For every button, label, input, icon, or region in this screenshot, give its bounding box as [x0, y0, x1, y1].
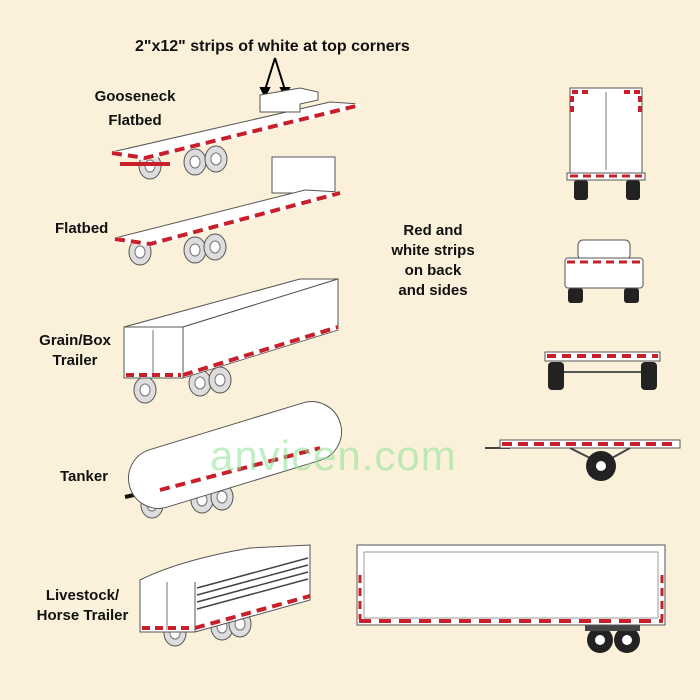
- pickup-rear-drawing: [564, 239, 644, 303]
- note-line: and sides: [398, 282, 468, 299]
- box-trailer-drawing: [123, 278, 339, 404]
- label-line: Flatbed: [108, 112, 162, 129]
- label-line: Horse Trailer: [36, 607, 129, 624]
- label-tanker: Tanker: [60, 468, 109, 485]
- watermark: anvicen.com: [210, 432, 457, 479]
- label-livestock-trailer: Livestock/ Horse Trailer: [25, 586, 140, 626]
- note-line: Red and: [403, 222, 463, 239]
- tanker-drawing: [124, 401, 343, 519]
- truck-rear-drawing: [566, 87, 646, 200]
- livestock-trailer-drawing: [139, 544, 311, 647]
- utility-trailer-side-drawing: [485, 439, 681, 481]
- gooseneck-flatbed-drawing: [111, 87, 361, 180]
- note-line: on back: [404, 262, 462, 279]
- label-line: Trailer: [52, 352, 98, 369]
- label-line: Livestock/: [45, 587, 120, 604]
- label-flatbed: Flatbed: [55, 220, 109, 237]
- label-box-trailer: Grain/Box Trailer: [30, 331, 120, 371]
- label-gooseneck-flatbed: Gooseneck Flatbed: [80, 87, 190, 131]
- flatbed-rear-drawing: [544, 351, 661, 390]
- label-line: Grain/Box: [39, 332, 111, 349]
- flatbed-drawing: [114, 156, 341, 266]
- note-line: white strips: [391, 242, 475, 259]
- semi-trailer-side-drawing: [356, 544, 666, 653]
- top-corners-caption: 2"x12" strips of white at top corners: [135, 38, 410, 55]
- red-white-strips-note: Red and white strips on back and sides: [378, 221, 488, 301]
- label-line: Gooseneck: [94, 88, 176, 105]
